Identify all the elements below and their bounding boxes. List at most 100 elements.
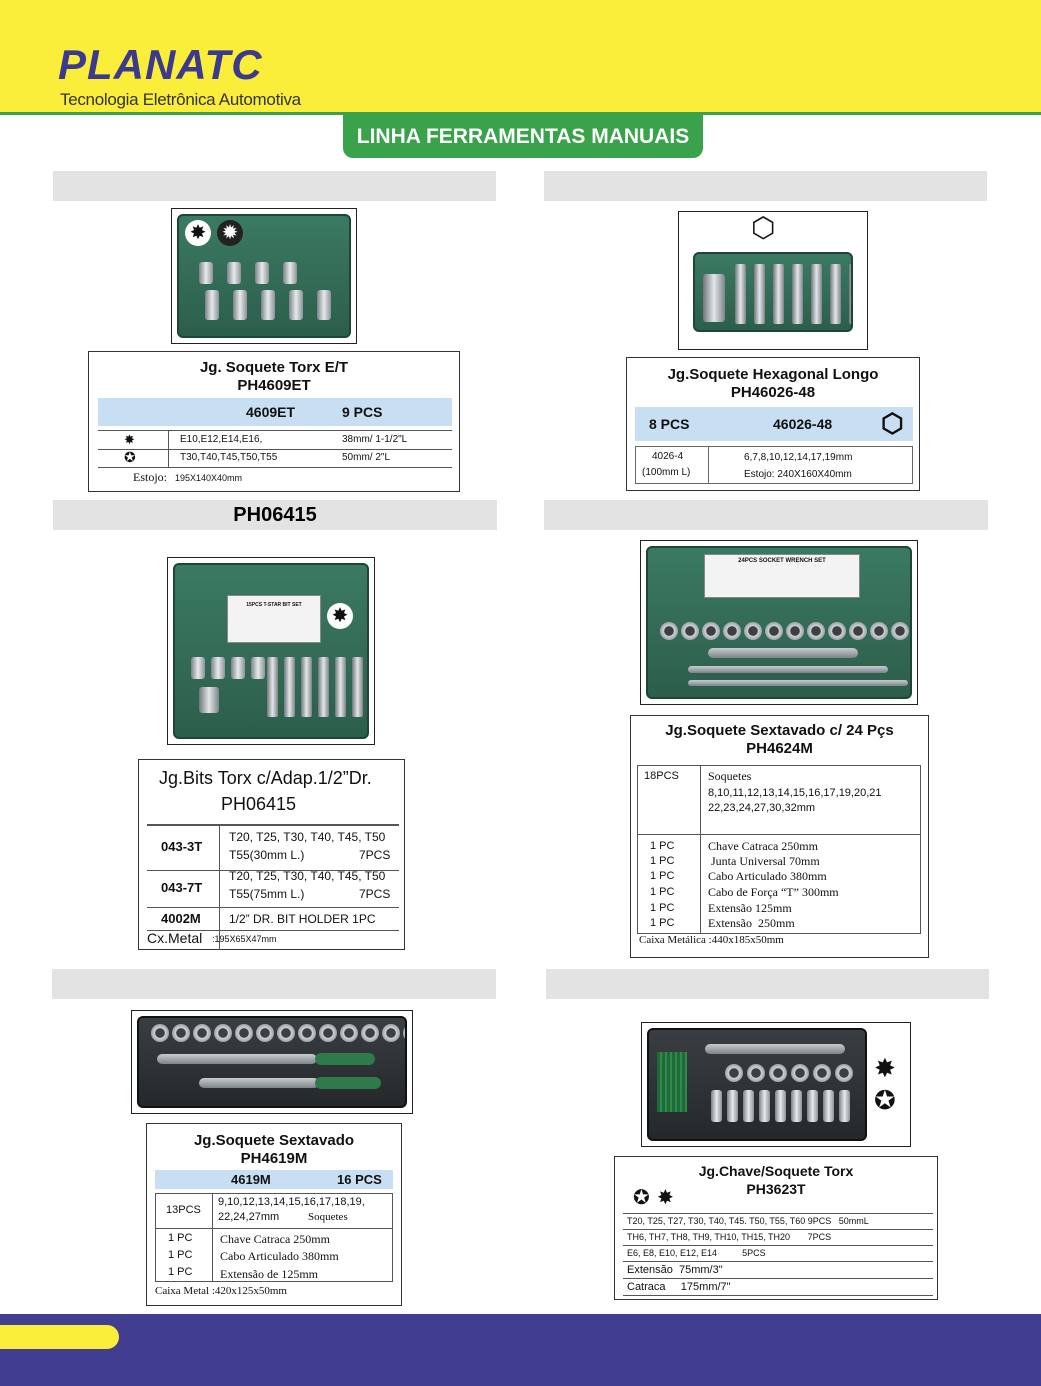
torx-bit-icon: ✪ xyxy=(874,1085,896,1115)
spec-code: PH06415 xyxy=(221,794,297,814)
socket xyxy=(702,622,720,640)
hex-key-set xyxy=(657,1052,687,1112)
socket xyxy=(235,1024,253,1042)
case-size: 195X140X40mm xyxy=(175,473,243,483)
spec-table-ph46026-48: Jg.Soquete Hexagonal Longo PH46026-48 8 … xyxy=(626,357,920,491)
sizes: T20, T25, T30, T40, T45, T50 xyxy=(229,869,386,883)
bit xyxy=(759,1090,770,1122)
sizes: 22,24,27mm xyxy=(218,1211,280,1223)
socket xyxy=(723,622,741,640)
socket xyxy=(791,1064,809,1082)
extension-bar xyxy=(688,666,888,673)
ratchet-handle xyxy=(705,1044,845,1054)
length: T55(75mm L.) xyxy=(229,887,305,901)
bit xyxy=(775,1090,786,1122)
case-label: Estojo: xyxy=(133,470,168,484)
socket-row xyxy=(151,1024,405,1042)
socket xyxy=(172,1024,190,1042)
description: Chave Catraca 250mm xyxy=(708,839,818,853)
hexagon-icon: ⬡ xyxy=(751,212,776,243)
cell-divider xyxy=(212,1229,213,1281)
item-row: Cabo Articulado 380mm xyxy=(708,869,827,884)
model-code: 043-7T xyxy=(161,880,203,895)
quantity: 18PCS xyxy=(644,770,679,782)
spec-row: TH6, TH7, TH8, TH9, TH10, TH15, TH20 7PC… xyxy=(623,1230,933,1246)
cell-divider xyxy=(219,826,220,950)
quantity: 1 PC xyxy=(650,855,675,867)
item-row: 1 PC xyxy=(650,840,674,852)
spec-code: PH46026-48 xyxy=(730,384,816,401)
socket xyxy=(283,262,297,284)
product-photo-ph4624m: 24PCS SOCKET WRENCH SET xyxy=(640,540,918,705)
spec-title: Jg.Soquete Sextavado c/ 24 Pçs xyxy=(665,722,894,739)
socket xyxy=(227,262,241,284)
spec-table-ph4624m: Jg.Soquete Sextavado c/ 24 Pçs PH4624M 1… xyxy=(630,715,929,958)
spec-table-ph4619m: Jg.Soquete Sextavado PH4619M 4619M 16 PC… xyxy=(146,1123,402,1306)
case-size: :195X65X47mm xyxy=(212,934,277,944)
bit xyxy=(823,1090,834,1122)
socket xyxy=(214,1024,232,1042)
spec-code: PH4609ET xyxy=(237,377,311,394)
description: Extensão de 125mm xyxy=(220,1267,318,1281)
quantity: 1 PC xyxy=(650,886,675,898)
footer-band xyxy=(0,1314,1041,1386)
bit-row xyxy=(205,290,331,320)
piece-count: 7PCS xyxy=(359,848,391,862)
sizes: 8,10,11,12,13,14,15,16,17,19,20,21 xyxy=(708,787,882,799)
hexagon-icon: ⬡ xyxy=(881,408,904,438)
spec-row: 13PCS 9,10,12,13,14,15,16,17,18,19, 22,2… xyxy=(155,1193,393,1229)
sizes: 9,10,12,13,14,15,16,17,18,19, xyxy=(218,1196,365,1208)
item-row: Extensão 125mm xyxy=(708,901,792,916)
tool-case: ✸ ✹ xyxy=(177,214,351,338)
socket xyxy=(340,1024,358,1042)
piece-count: 8 PCS xyxy=(649,416,690,432)
bit-holder xyxy=(199,687,219,713)
section-title: LINHA FERRAMENTAS MANUAIS xyxy=(343,115,703,158)
socket xyxy=(403,1024,405,1042)
ratchet-grip xyxy=(315,1077,381,1089)
long-socket xyxy=(811,264,822,324)
spec-title: Jg.Soquete Hexagonal Longo xyxy=(667,366,879,383)
spec-code: PH3623T xyxy=(746,1181,806,1197)
piece-count: 9 PCS xyxy=(342,404,383,420)
ratchet-handle xyxy=(708,648,858,658)
socket xyxy=(849,622,867,640)
tool-case xyxy=(693,252,853,332)
spec-code: PH4624M xyxy=(746,740,813,757)
bit xyxy=(791,1090,802,1122)
bit xyxy=(335,657,346,717)
ratchet-handle xyxy=(157,1054,317,1064)
quantity: 1 PC xyxy=(650,902,675,914)
spec-title: Jg.Soquete Sextavado xyxy=(193,1132,355,1149)
bit xyxy=(743,1090,754,1122)
socket xyxy=(319,1024,337,1042)
product-bar-1 xyxy=(53,171,496,201)
item-row: 1 PC xyxy=(650,855,674,867)
socket xyxy=(786,622,804,640)
socket xyxy=(211,657,225,679)
socket xyxy=(807,622,825,640)
socket xyxy=(891,622,909,640)
product-label-card: 24PCS SOCKET WRENCH SET xyxy=(704,554,860,598)
spec-title: Jg.Bits Torx c/Adap.1/2”Dr. xyxy=(159,768,372,788)
brand-logo: PLANATC xyxy=(58,41,263,88)
bit xyxy=(727,1090,738,1122)
model-code: 4609ET xyxy=(246,404,296,420)
bit xyxy=(205,290,219,320)
bit xyxy=(352,657,363,717)
quantity: 1 PC xyxy=(168,1266,193,1278)
item-row: Extensão 250mm xyxy=(708,916,795,931)
socket xyxy=(813,1064,831,1082)
spec-table-ph3623t: Jg.Chave/Soquete Torx PH3623T ✪ ✸ T20, T… xyxy=(614,1156,938,1300)
quantity: 1 PC xyxy=(650,917,675,929)
star-socket-icon: ✸ xyxy=(124,432,135,447)
spec-row: E6, E8, E10, E12, E14 5PCS xyxy=(623,1246,933,1262)
description: Extensão 125mm xyxy=(708,901,792,915)
long-socket xyxy=(792,264,803,324)
socket-row xyxy=(199,262,297,284)
description: Soquetes xyxy=(708,769,752,783)
spec-row: 4026-4 (100mm L) 6,7,8,10,12,14,17,19mm … xyxy=(635,446,913,484)
description: Extensão 250mm xyxy=(708,916,795,930)
star-socket-icon: ✸ xyxy=(874,1053,896,1083)
case-size: Caixa Metálica :440x185x50mm xyxy=(639,934,784,946)
